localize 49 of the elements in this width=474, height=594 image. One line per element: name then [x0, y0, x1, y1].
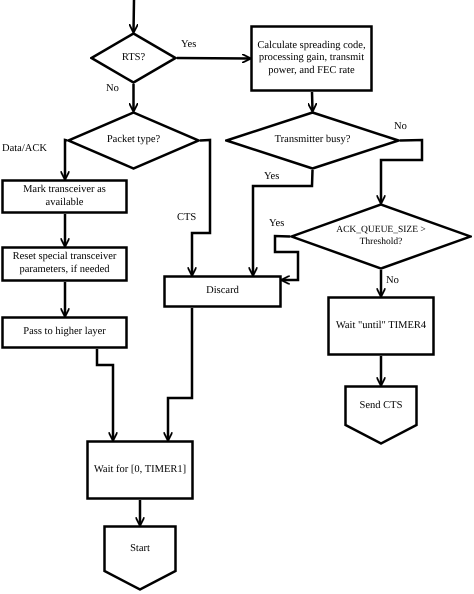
process-box [163, 275, 282, 308]
process-box [1, 246, 128, 282]
edge-label: No [106, 84, 119, 94]
flow-arrow [274, 234, 300, 286]
node-label: Send CTS [360, 400, 402, 412]
decision-diamond [290, 203, 472, 270]
node-label: Reset special transceiver parameters, if needed [12, 251, 118, 277]
flow-arrow [306, 92, 318, 113]
process-box [327, 296, 435, 356]
node-label: RTS? [122, 52, 146, 64]
flow-arrow [186, 138, 212, 277]
edge-label: Yes [264, 172, 280, 182]
edge-label: No [394, 122, 407, 132]
edge-label: Data/ACK [2, 144, 47, 154]
flow-arrow [60, 138, 70, 181]
flow-arrow [134, 500, 146, 527]
node-label: Start [130, 542, 150, 556]
process-box [1, 179, 128, 214]
flow-arrow [248, 170, 314, 277]
edge-label: No [386, 276, 399, 286]
flow-arrow [376, 138, 424, 205]
flow-arrow [376, 270, 386, 298]
edge-label: Yes [181, 40, 196, 50]
node-label: Packet type? [106, 134, 160, 147]
edge-label: Yes [269, 219, 284, 230]
flow-arrow [162, 308, 194, 442]
node-label: Discard [206, 285, 239, 298]
decision-diamond [90, 32, 177, 84]
node-label: ACK_QUEUE_SIZE > Threshold? [335, 225, 427, 248]
flow-arrow [60, 282, 70, 318]
flow-arrow [128, 0, 140, 34]
flow-arrow [60, 214, 70, 248]
process-box [86, 440, 194, 500]
node-label: Transmitter busy? [274, 134, 350, 147]
node-label: Calculate spreading code, processing gain, transmit power, and FEC rate [256, 40, 367, 78]
node-label: Pass to higher layer [23, 326, 106, 339]
edge-label: CTS [177, 213, 196, 224]
off-page-connector [103, 525, 177, 591]
node-label: Wait "until" TIMER4 [336, 320, 426, 332]
decision-diamond [67, 111, 200, 170]
flow-arrow [96, 349, 118, 442]
process-box [1, 316, 128, 349]
off-page-connector [344, 385, 418, 445]
node-label: Wait for [0, TIMER1] [94, 464, 186, 476]
flow-arrow [177, 53, 252, 64]
flow-arrow [376, 356, 386, 387]
flow-arrow [128, 84, 139, 113]
node-label: Mark transceiver as available [22, 184, 107, 210]
process-box [250, 25, 373, 92]
